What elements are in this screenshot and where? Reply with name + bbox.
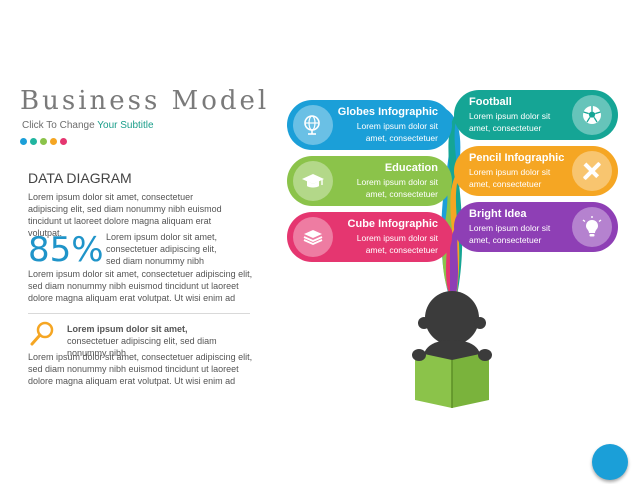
lightbulb-icon	[572, 207, 612, 247]
reader-illustration	[412, 291, 492, 408]
key-point: Lorem ipsum dolor sit amet, consectetuer…	[67, 323, 237, 359]
globe-icon	[293, 105, 333, 145]
card-title: Football	[469, 96, 512, 108]
reader-hand-left	[412, 349, 426, 361]
slide-title: Business Model	[20, 86, 270, 116]
color-dot	[50, 138, 57, 145]
color-dot	[60, 138, 67, 145]
card-football[interactable]: Football Lorem ipsum dolor sit amet, con…	[454, 90, 618, 140]
football-icon	[572, 95, 612, 135]
card-line: amet, consectetuer	[469, 235, 542, 245]
subtitle-accent: Your Subtitle	[97, 120, 154, 131]
pencil-ruler-icon	[572, 151, 612, 191]
card-title: Education	[384, 162, 438, 174]
card-football-text: Football Lorem ipsum dolor sit amet, con…	[454, 96, 572, 134]
subtitle-prefix: Click To Change	[22, 120, 95, 131]
card-line: amet, consectetuer	[365, 133, 438, 143]
card-education-text: Education Lorem ipsum dolor sit amet, co…	[333, 162, 452, 200]
card-globes-text: Globes Infographic Lorem ipsum dolor sit…	[333, 106, 452, 144]
reader-hand-right	[478, 349, 492, 361]
color-dot	[30, 138, 37, 145]
slide-subtitle: Click To Change Your Subtitle	[22, 120, 154, 131]
card-line: Lorem ipsum dolor sit	[469, 223, 551, 233]
key-point-bold: Lorem ipsum dolor sit amet,	[67, 324, 188, 334]
card-line: amet, consectetuer	[365, 189, 438, 199]
card-line: Lorem ipsum dolor sit	[469, 111, 551, 121]
graduation-cap-icon	[293, 161, 333, 201]
card-pencil-text: Pencil Infographic Lorem ipsum dolor sit…	[454, 152, 572, 190]
divider	[28, 313, 250, 314]
card-line: amet, consectetuer	[469, 179, 542, 189]
card-title: Pencil Infographic	[469, 152, 565, 164]
card-title: Cube Infographic	[347, 218, 438, 230]
card-line: Lorem ipsum dolor sit	[356, 177, 438, 187]
card-line: Lorem ipsum dolor sit	[356, 233, 438, 243]
card-line: Lorem ipsum dolor sit	[356, 121, 438, 131]
card-line: amet, consectetuer	[469, 123, 542, 133]
color-dot	[20, 138, 27, 145]
card-cube-text: Cube Infographic Lorem ipsum dolor sit a…	[333, 218, 452, 256]
card-globes[interactable]: Globes Infographic Lorem ipsum dolor sit…	[287, 100, 452, 150]
card-bright[interactable]: Bright Idea Lorem ipsum dolor sit amet, …	[454, 202, 618, 252]
body-paragraph: Lorem ipsum dolor sit amet, consectetuer…	[28, 269, 253, 303]
card-line: amet, consectetuer	[365, 245, 438, 255]
stat-description: Lorem ipsum dolor sit amet, consectetuer…	[106, 232, 218, 266]
section-title: DATA DIAGRAM	[28, 170, 132, 186]
color-dots	[20, 138, 67, 145]
card-bright-text: Bright Idea Lorem ipsum dolor sit amet, …	[454, 208, 572, 246]
card-title: Globes Infographic	[337, 106, 438, 118]
key-icon	[28, 320, 56, 348]
card-pencil[interactable]: Pencil Infographic Lorem ipsum dolor sit…	[454, 146, 618, 196]
key-point-text: consectetuer adipiscing elit, sed diam n…	[67, 336, 217, 358]
reader-head	[425, 291, 479, 345]
stat-value: 85%	[28, 230, 104, 270]
card-line: Lorem ipsum dolor sit	[469, 167, 551, 177]
card-cube[interactable]: Cube Infographic Lorem ipsum dolor sit a…	[287, 212, 452, 262]
nav-circle-button[interactable]	[592, 444, 628, 480]
card-education[interactable]: Education Lorem ipsum dolor sit amet, co…	[287, 156, 452, 206]
open-book-icon	[415, 352, 489, 408]
intro-paragraph: Lorem ipsum dolor sit amet, consectetuer…	[28, 192, 222, 238]
card-title: Bright Idea	[469, 208, 527, 220]
footer-paragraph: Lorem ipsum dolor sit amet, consectetuer…	[28, 352, 253, 386]
color-dot	[40, 138, 47, 145]
book-stack-icon	[293, 217, 333, 257]
